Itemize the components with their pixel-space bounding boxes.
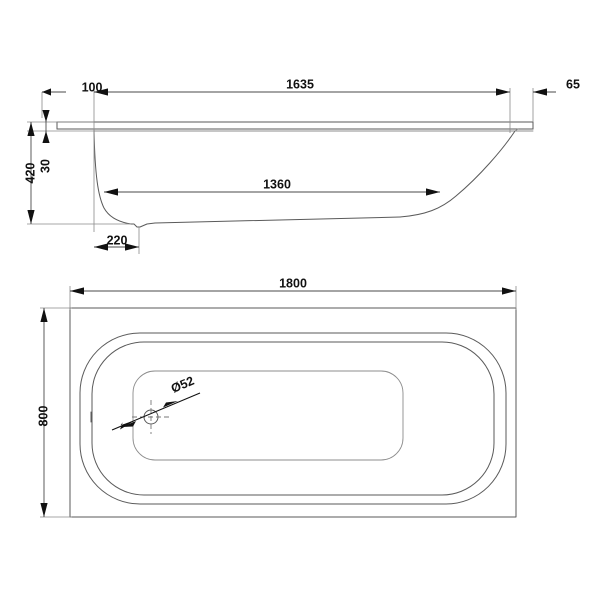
dim-1360-arrow-right	[426, 188, 440, 196]
side-tub-geometry	[56, 121, 534, 228]
dim-1800-label: 1800	[279, 276, 307, 290]
plan-outer-rounded-contour	[79, 332, 507, 505]
dim-420-arrow-bottom	[27, 210, 35, 224]
side-top-dimension-row: 100 1635 65	[41, 77, 580, 232]
plan-bowl-floor-contour	[132, 370, 404, 461]
side-right-wall-rim-join	[514, 128, 519, 132]
dim-800-arrow-top	[40, 308, 48, 322]
dim-800-label: 800	[36, 406, 50, 427]
side-dim-1360-group: 1360	[104, 177, 440, 196]
dim-30-arrow-top	[42, 110, 50, 122]
plan-rim-inner-contour	[91, 341, 495, 496]
dim-30-arrow-bottom	[42, 131, 50, 143]
dim-1635-label: 1635	[286, 77, 314, 91]
dim-1800-arrow-left	[70, 287, 84, 295]
side-vertical-dimensions: 420 30	[23, 110, 131, 225]
dim-220-arrow-left	[94, 243, 108, 251]
side-elevation-view: 100 1635 65 420 30	[23, 77, 580, 254]
dim-65-arrow	[533, 88, 547, 96]
plan-dim-1800-group: 1800	[69, 276, 517, 310]
dim-420-label: 420	[23, 163, 37, 184]
dim-1360-arrow-left	[104, 188, 118, 196]
side-right-wall-profile	[399, 130, 516, 218]
dim-100-label: 100	[82, 80, 103, 94]
drain-leader-arrow-right-solid	[163, 401, 178, 408]
dim-1635-arrow-left	[94, 88, 108, 96]
dim-420-arrow-top	[27, 122, 35, 136]
dim-30-label: 30	[38, 159, 52, 173]
plan-outer-rectangle	[69, 307, 517, 518]
side-floor-notch	[130, 222, 156, 228]
dim-1800-arrow-right	[502, 287, 516, 295]
side-dim-220-group: 220	[94, 227, 140, 254]
dim-220-arrow-right	[125, 243, 139, 251]
dim-1635-arrow-right	[496, 88, 510, 96]
dim-65-label: 65	[566, 77, 580, 91]
side-left-wall-profile	[93, 130, 132, 225]
plan-view: Ø52 1800 800	[36, 276, 517, 518]
drain-leader-arrow-left-solid	[122, 421, 136, 427]
plan-dim-800-group: 800	[36, 307, 72, 518]
dim-800-arrow-bottom	[40, 503, 48, 517]
dim-220-label: 220	[107, 233, 128, 247]
dim-1360-label: 1360	[263, 177, 291, 191]
side-floor-line	[154, 216, 401, 224]
